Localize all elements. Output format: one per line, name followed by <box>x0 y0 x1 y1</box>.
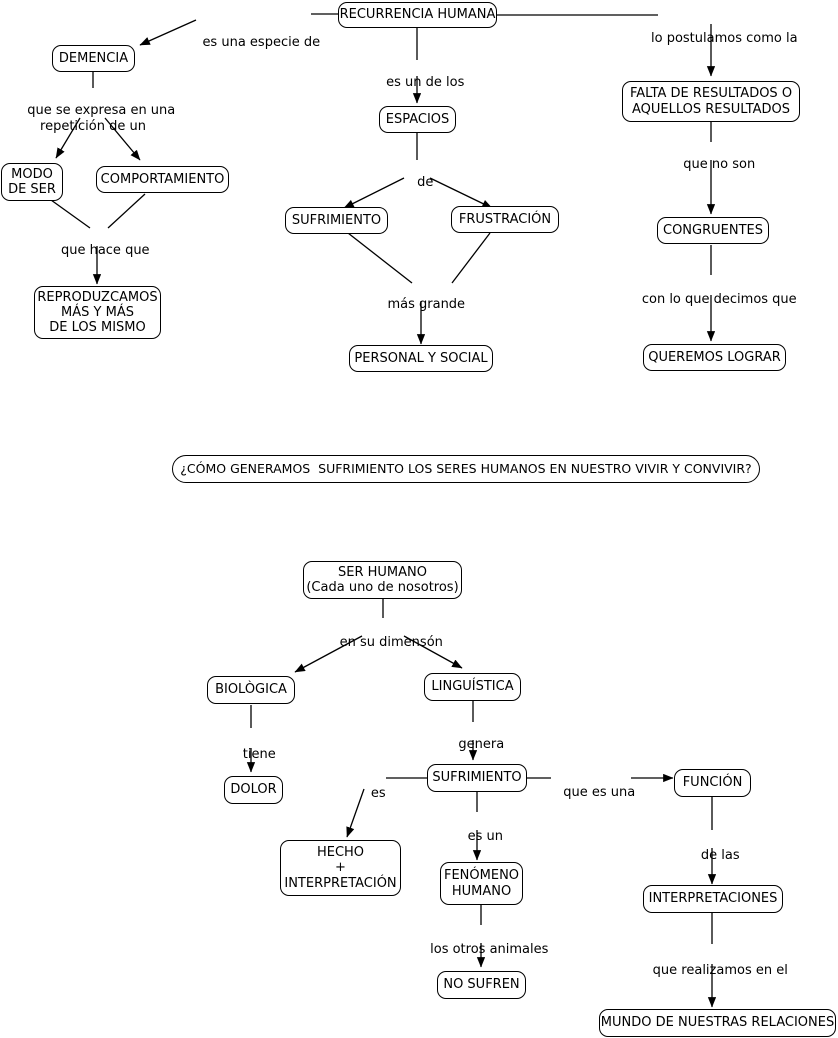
link-label-es-un-de-los: es un de los <box>386 75 465 91</box>
link-label-que-no-son: que no son <box>683 157 756 173</box>
node-label: FENÓMENO HUMANO <box>443 868 520 899</box>
node-sufrimiento-bottom[interactable]: SUFRIMIENTO <box>427 764 527 792</box>
node-label: FRUSTRACIÓN <box>458 211 552 227</box>
node-label: DOLOR <box>230 782 277 798</box>
node-label: PERSONAL Y SOCIAL <box>354 350 488 366</box>
node-funcion[interactable]: FUNCIÓN <box>674 769 751 797</box>
node-frustracion[interactable]: FRUSTRACIÓN <box>451 206 559 233</box>
node-ser-humano[interactable]: SER HUMANO (Cada uno de nosotros) <box>303 561 462 599</box>
link-label-genera: genera <box>458 737 505 753</box>
node-label: LINGUÍSTICA <box>431 679 514 695</box>
question-banner-label: ¿CÓMO GENERAMOS SUFRIMIENTO LOS SERES HU… <box>180 460 752 476</box>
link-label-mas-grande: más grande <box>387 297 466 313</box>
node-personal-y-social[interactable]: PERSONAL Y SOCIAL <box>349 345 493 372</box>
node-label: MUNDO DE NUESTRAS RELACIONES <box>600 1015 835 1031</box>
node-sufrimiento-top[interactable]: SUFRIMIENTO <box>285 207 388 234</box>
node-label: REPRODUZCAMOS MÁS Y MÁS DE LOS MISMO <box>37 289 158 336</box>
node-interpretaciones[interactable]: INTERPRETACIONES <box>643 885 783 913</box>
edge-label-de-to-sufrimiento <box>343 177 405 209</box>
node-label: HECHO + INTERPRETACIÓN <box>284 845 397 891</box>
link-label-con-lo-que-decimos-que: con lo que decimos que <box>641 292 797 308</box>
node-mundo-de-nuestras-relaciones[interactable]: MUNDO DE NUESTRAS RELACIONES <box>599 1009 836 1037</box>
edge-frustracion-to-label-mas-grande <box>451 232 491 284</box>
node-label: ESPACIOS <box>385 111 450 127</box>
node-label: NO SUFREN <box>443 977 520 993</box>
node-espacios[interactable]: ESPACIOS <box>379 106 456 133</box>
node-queremos-lograr[interactable]: QUEREMOS LOGRAR <box>643 344 786 371</box>
node-label: SER HUMANO (Cada uno de nosotros) <box>306 564 459 595</box>
node-label: INTERPRETACIONES <box>648 891 778 907</box>
node-biologica[interactable]: BIOLÒGICA <box>207 676 295 704</box>
node-reproduzcamos[interactable]: REPRODUZCAMOS MÁS Y MÁS DE LOS MISMO <box>34 286 161 339</box>
link-label-de-las: de las <box>700 848 740 864</box>
question-banner[interactable]: ¿CÓMO GENERAMOS SUFRIMIENTO LOS SERES HU… <box>172 455 760 483</box>
node-demencia[interactable]: DEMENCIA <box>52 45 135 72</box>
node-label: FALTA DE RESULTADOS O AQUELLOS RESULTADO… <box>629 86 793 117</box>
node-congruentes[interactable]: CONGRUENTES <box>657 217 769 244</box>
node-label: SUFRIMIENTO <box>432 770 522 786</box>
link-label-es: es <box>370 786 386 802</box>
link-label-que-es-una: que es una <box>563 785 636 801</box>
edge-comportamiento-to-label-hace <box>107 193 146 229</box>
node-falta-de-resultados[interactable]: FALTA DE RESULTADOS O AQUELLOS RESULTADO… <box>622 81 800 122</box>
node-label: QUEREMOS LOGRAR <box>648 349 781 365</box>
link-label-es-una-especie-de: es una especie de <box>202 35 321 51</box>
link-label-de: de <box>417 175 434 191</box>
link-label-es-un: es un <box>467 829 503 845</box>
node-fenomeno-humano[interactable]: FENÓMENO HUMANO <box>440 862 523 905</box>
edge-label-de-to-frustracion <box>429 177 493 209</box>
node-no-sufren[interactable]: NO SUFREN <box>437 971 526 999</box>
link-label-tiene: tiene <box>242 747 276 763</box>
link-label-lo-postulamos-como-la: lo postulamos como la <box>650 31 798 47</box>
node-label: RECURRENCIA HUMANA <box>339 7 496 23</box>
node-modo-de-ser[interactable]: MODO DE SER <box>1 163 63 201</box>
node-label: DEMENCIA <box>58 50 129 66</box>
node-dolor[interactable]: DOLOR <box>224 776 283 804</box>
node-label: COMPORTAMIENTO <box>100 171 225 187</box>
node-label: SUFRIMIENTO <box>291 212 382 228</box>
link-label-en-su-dimenson: en su dimensón <box>339 635 443 651</box>
edge-sufrimiento-to-label-mas-grande <box>347 232 413 284</box>
node-label: FUNCIÓN <box>682 775 743 791</box>
node-comportamiento[interactable]: COMPORTAMIENTO <box>96 166 229 193</box>
edge-modo-de-ser-to-label-hace <box>50 199 91 229</box>
link-label-que-hace-que: que hace que <box>60 243 150 259</box>
node-label: MODO DE SER <box>8 166 56 197</box>
node-label: BIOLÒGICA <box>215 682 287 698</box>
link-label-que-realizamos-en-el: que realizamos en el <box>652 963 788 979</box>
link-label-que-se-expresa-en-una-repeticion-de-un: que se expresa en una repetición de un <box>27 103 176 134</box>
link-label-los-otros-animales: los otros animales <box>430 942 549 958</box>
node-hecho-interpretacion[interactable]: HECHO + INTERPRETACIÓN <box>280 840 401 896</box>
node-linguistica[interactable]: LINGUÍSTICA <box>424 673 521 701</box>
node-label: CONGRUENTES <box>663 222 764 238</box>
node-recurrencia-humana[interactable]: RECURRENCIA HUMANA <box>338 2 497 28</box>
